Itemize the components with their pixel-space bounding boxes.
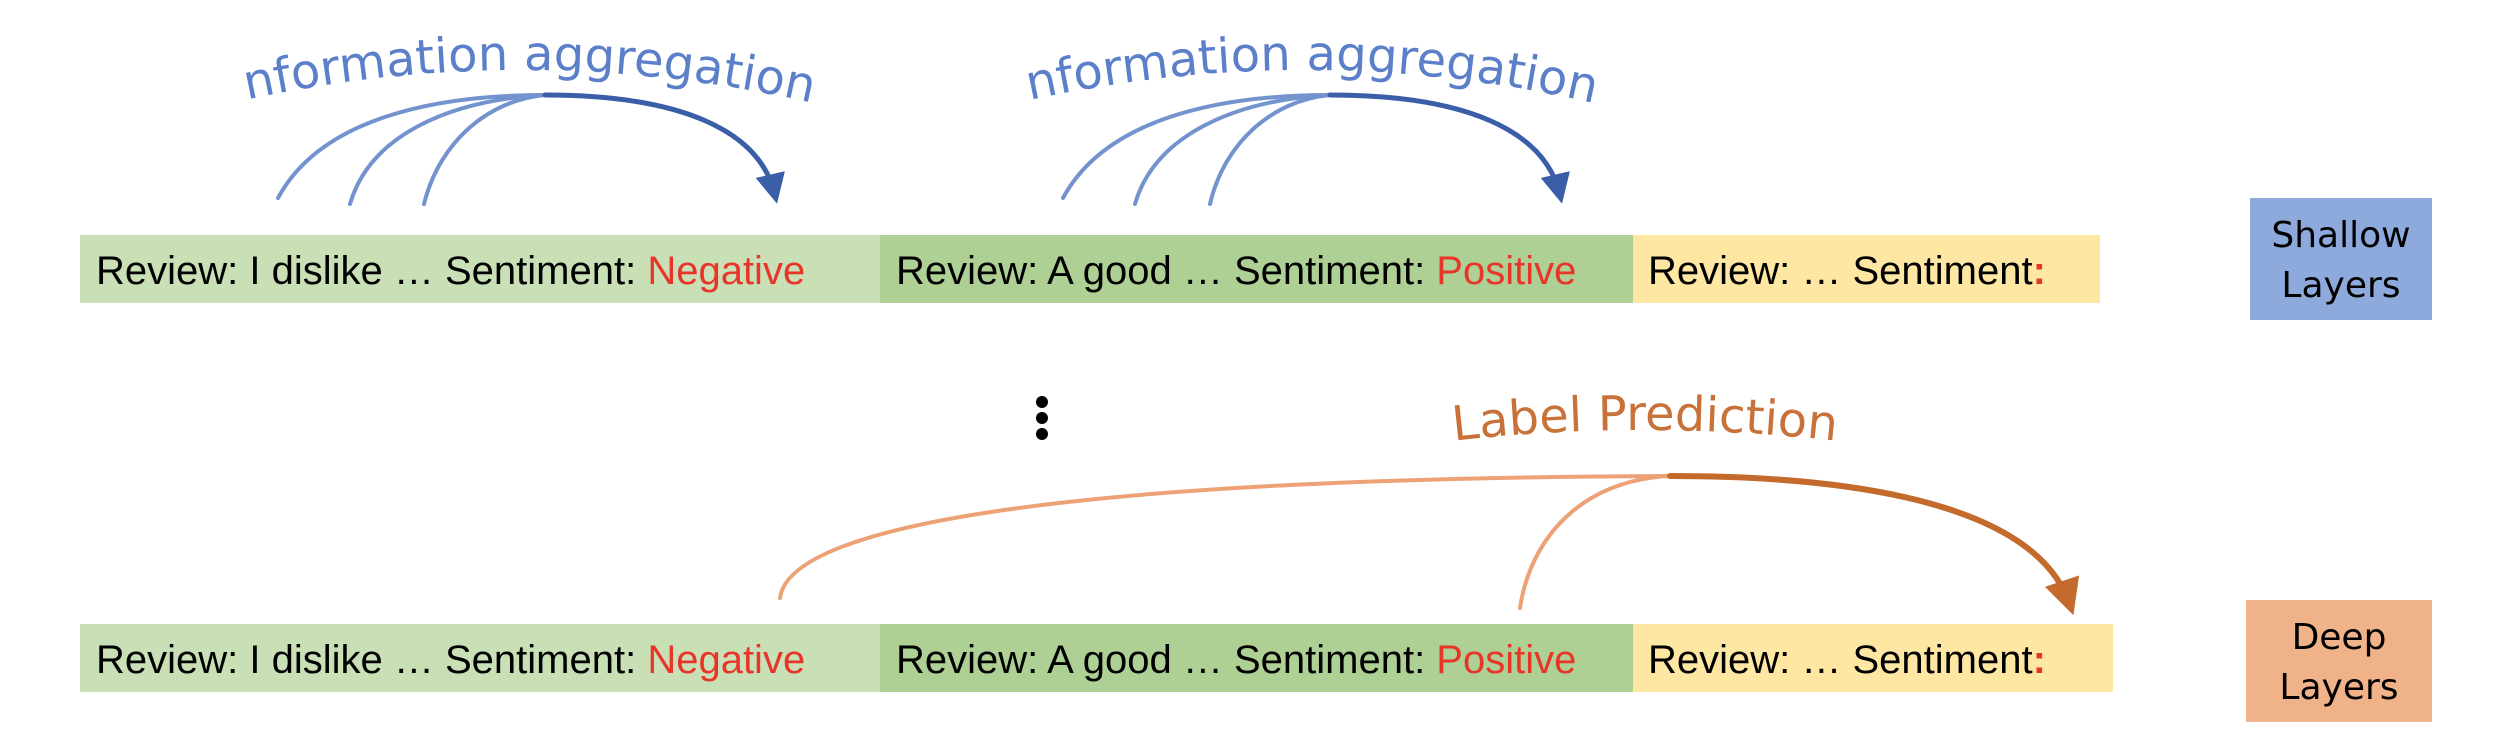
- bottom-seg1-text: Review: I dislike … Sentiment:: [96, 638, 647, 682]
- shallow-layers-line1: Shallow: [2271, 215, 2410, 256]
- aggregation-arc-left-2: [348, 93, 547, 206]
- top-seg3-bg: [1633, 235, 2100, 303]
- top-seg2-label: Positive: [1436, 249, 1576, 293]
- deep-layers-line2: Layers: [2279, 667, 2398, 708]
- bottom-seg2-label: Positive: [1436, 638, 1576, 682]
- aggregation-arcs-right: [1061, 92, 1570, 206]
- top-seg3-text: Review: … Sentiment: [1648, 249, 2033, 293]
- label-prediction-label: Label Prediction: [1449, 386, 1841, 453]
- ellipsis-dot-2: [1036, 412, 1048, 424]
- aggregation-arc-left-main: [542, 92, 785, 204]
- bottom-row: Review: I dislike … Sentiment: Negative …: [80, 624, 2113, 692]
- top-seg1: Review: I dislike … Sentiment: Negative: [96, 249, 805, 293]
- bottom-seg1-label: Negative: [647, 638, 805, 682]
- aggregation-label-left: Information aggregation: [0, 0, 821, 114]
- aggregation-arc-right-main: [1327, 92, 1570, 204]
- bottom-seg3-bg: [1633, 624, 2113, 692]
- shallow-layers-line2: Layers: [2281, 265, 2400, 306]
- shallow-layers-box: Shallow Layers: [2250, 198, 2432, 320]
- label-arc-from-positive: [1518, 474, 1672, 610]
- label-prediction-arcs: [778, 473, 2080, 616]
- top-seg3: Review: … Sentiment:: [1648, 249, 2046, 293]
- bottom-seg3-label: :: [2033, 638, 2046, 682]
- aggregation-arc-right-2: [1133, 93, 1332, 206]
- label-arc-from-negative: [778, 474, 1672, 600]
- bottom-seg1: Review: I dislike … Sentiment: Negative: [96, 638, 805, 682]
- top-seg3-label: :: [2033, 249, 2046, 293]
- bottom-seg3: Review: … Sentiment:: [1648, 638, 2046, 682]
- deep-layers-bg: [2246, 600, 2432, 722]
- deep-layers-line1: Deep: [2292, 617, 2387, 658]
- aggregation-arc-right-1: [1061, 93, 1332, 200]
- aggregation-arc-left-1: [276, 93, 547, 200]
- bottom-seg2: Review: A good … Sentiment: Positive: [896, 638, 1576, 682]
- top-seg1-bg: [80, 235, 880, 303]
- top-seg2-bg: [880, 235, 1633, 303]
- ellipsis-dot-1: [1036, 396, 1048, 408]
- deep-layers-box: Deep Layers: [2246, 600, 2432, 722]
- aggregation-arc-left-3: [422, 93, 547, 206]
- aggregation-arcs-left: [276, 92, 785, 206]
- shallow-layers-bg: [2250, 198, 2432, 320]
- ellipsis-dot-3: [1036, 428, 1048, 440]
- top-seg2: Review: A good … Sentiment: Positive: [896, 249, 1576, 293]
- layer-ellipsis: [1036, 396, 1048, 440]
- label-arc-main: [1667, 473, 2080, 616]
- bottom-seg3-text: Review: … Sentiment: [1648, 638, 2033, 682]
- bottom-seg2-bg: [880, 624, 1633, 692]
- top-seg1-label: Negative: [647, 249, 805, 293]
- top-seg1-text: Review: I dislike … Sentiment:: [96, 249, 647, 293]
- bottom-seg2-text: Review: A good … Sentiment:: [896, 638, 1436, 682]
- bottom-seg1-bg: [80, 624, 880, 692]
- top-row: Review: I dislike … Sentiment: Negative …: [80, 235, 2100, 303]
- top-seg2-text: Review: A good … Sentiment:: [896, 249, 1436, 293]
- aggregation-arc-right-3: [1208, 93, 1332, 206]
